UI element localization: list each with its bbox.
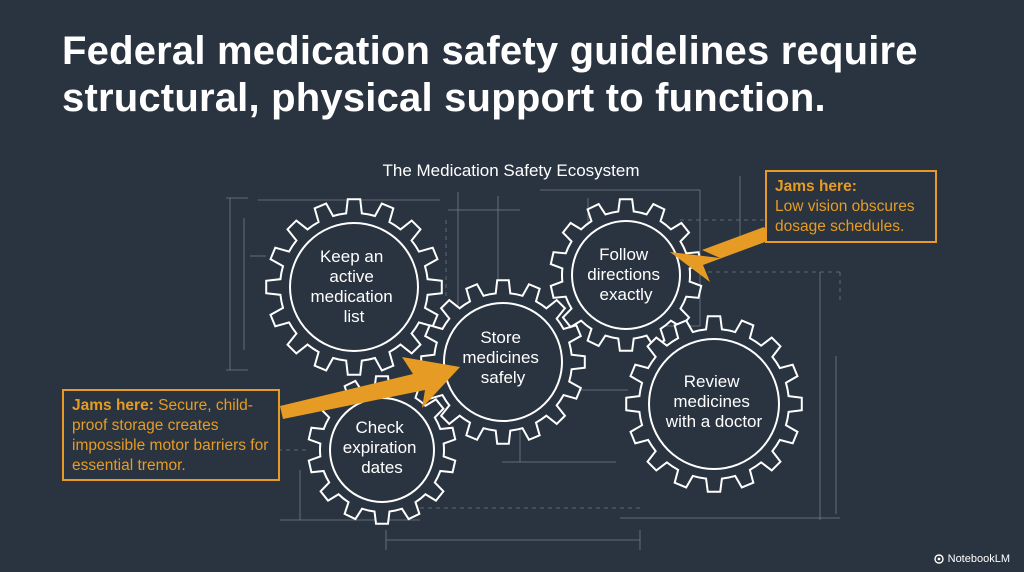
gear-label-store-safely-line: safely [481,368,526,387]
gear-label-store-safely-line: Store [480,328,521,347]
brand-watermark: NotebookLM [933,553,1010,565]
gear-keep-list [265,198,443,376]
callout-tremor-body: Secure, child-proof storage creates impo… [72,397,269,474]
gear-review-doctor-teeth [625,315,803,493]
gear-label-review-doctor-line: with a doctor [665,412,763,431]
callout-low-vision-body: Low vision obscures dosage schedules. [775,198,915,235]
gear-review-doctor-hub-ring [648,338,780,470]
headline-line-2: structural, physical support to function… [62,76,826,120]
gear-label-keep-list-line: list [344,307,365,326]
gear-label-check-expiration: Check expiration dates [343,418,421,477]
gears-layer [265,198,803,525]
callout-tremor: Jams here: Secure, child-proof storage c… [62,389,280,481]
gear-review-doctor [625,315,803,493]
gear-label-follow-directions-line: directions [587,265,660,284]
gear-keep-list-teeth [265,198,443,376]
gear-store-safely [420,279,586,445]
gear-follow-directions [549,198,703,352]
callout-low-vision-lead: Jams here: [775,178,857,195]
gear-label-follow-directions-line: exactly [600,285,653,304]
brand-name: NotebookLM [947,553,1010,565]
gear-label-check-expiration-line: dates [361,458,403,477]
jam-arrow-right [670,227,773,282]
headline: Federal medication safety guidelines req… [62,28,1002,122]
jam-arrow-left-shape [280,357,460,419]
gear-label-check-expiration-line: expiration [343,438,417,457]
gear-label-keep-list-line: Keep an [320,247,383,266]
callout-low-vision: Jams here: Low vision obscures dosage sc… [765,170,937,243]
gear-label-follow-directions: Follow directions exactly [587,245,665,304]
gear-label-store-safely: Store medicines safely [462,328,543,387]
gear-keep-list-hub-ring [289,222,419,352]
jam-arrow-right-shape [670,227,773,282]
gear-label-follow-directions-line: Follow [599,245,649,264]
gear-label-store-safely-line: medicines [462,348,539,367]
gear-label-review-doctor: Review medicines with a doctor [665,372,763,431]
gear-label-review-doctor-line: Review [684,372,740,391]
callout-tremor-lead: Jams here: [72,397,154,414]
gear-check-expiration [307,375,457,525]
headline-line-1: Federal medication safety guidelines req… [62,29,918,73]
gear-label-review-doctor-line: medicines [673,392,750,411]
gear-follow-directions-hub-ring [571,220,681,330]
diagram-title: The Medication Safety Ecosystem [382,161,639,180]
gear-store-safely-hub-ring [443,302,563,422]
notebooklm-icon [933,554,944,564]
jam-arrow-left [280,357,460,419]
gear-label-keep-list-line: active [329,267,373,286]
gear-label-keep-list-line: medication [311,287,393,306]
gear-label-check-expiration-line: Check [356,418,405,437]
gear-label-keep-list: Keep an active medication list [311,247,398,326]
gear-store-safely-teeth [420,279,586,445]
